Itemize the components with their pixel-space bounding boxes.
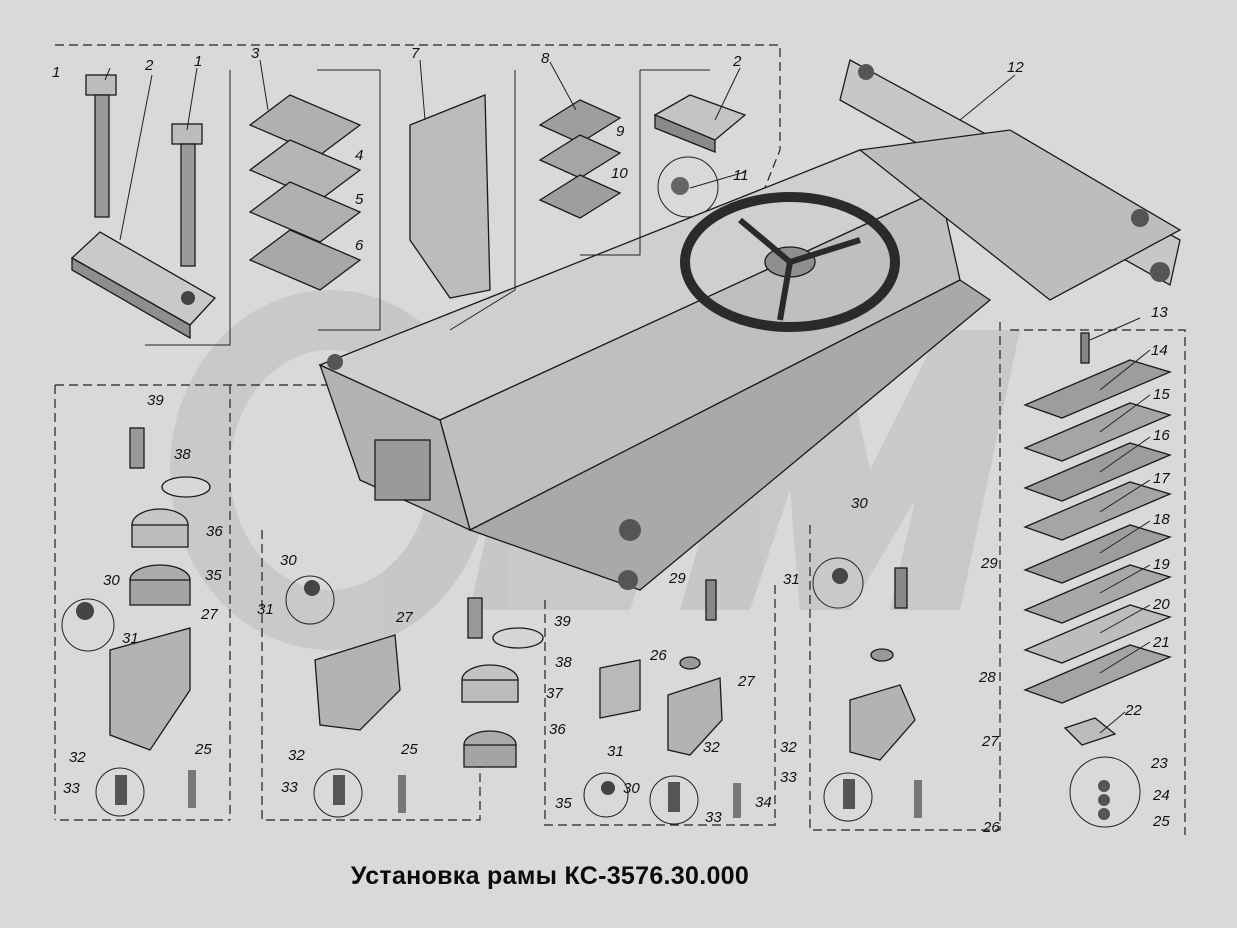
callout-2a: 2 (144, 57, 154, 74)
group-frame-mid-left (261, 530, 481, 821)
callout-32d: 32 (780, 739, 797, 756)
callout-29a: 29 (668, 570, 686, 587)
callout-23: 23 (1150, 755, 1168, 772)
callout-13: 13 (1151, 304, 1168, 321)
center-mount-parts (461, 597, 544, 768)
callout-30d: 30 (851, 495, 868, 512)
callout-39a: 39 (147, 392, 164, 409)
group-frame-plates (1010, 329, 1186, 835)
callout-26b: 26 (982, 819, 1000, 836)
diagram-title: Установка рамы КС-3576.30.000 (350, 862, 750, 890)
callout-14: 14 (1151, 342, 1168, 359)
callout-27c: 27 (737, 673, 755, 690)
callout-15: 15 (1153, 386, 1170, 403)
callout-1b: 1 (194, 53, 202, 70)
block-part-2b (653, 94, 747, 153)
callout-31a: 31 (122, 630, 139, 647)
callout-32b: 32 (288, 747, 305, 764)
mid-left-mount-parts (285, 575, 406, 818)
left-mount-parts (61, 427, 211, 817)
shim-stack-8-10 (538, 99, 622, 219)
callout-32a: 32 (69, 749, 86, 766)
callout-30b: 30 (280, 552, 297, 569)
callout-30a: 30 (103, 572, 120, 589)
callout-5: 5 (355, 191, 364, 208)
callout-19: 19 (1153, 556, 1170, 573)
callout-24: 24 (1152, 787, 1170, 804)
callout-36a: 36 (206, 523, 223, 540)
callout-28: 28 (978, 669, 996, 686)
callout-25b: 25 (194, 741, 212, 758)
callout-25c: 25 (400, 741, 418, 758)
callout-11: 11 (733, 167, 749, 184)
callout-9: 9 (616, 123, 625, 140)
callout-16: 16 (1153, 427, 1170, 444)
callout-6: 6 (355, 237, 364, 254)
callout-33d: 33 (780, 769, 797, 786)
shim-stack-3-6 (248, 94, 362, 291)
callout-27a: 27 (200, 606, 218, 623)
callout-12: 12 (1007, 59, 1024, 76)
leader-lines (104, 59, 1151, 734)
callout-27b: 27 (395, 609, 413, 626)
bar-part-2a (70, 231, 217, 340)
wedge-part-7 (409, 94, 491, 299)
callout-33b: 33 (281, 779, 298, 796)
callout-4: 4 (355, 147, 363, 164)
middle-bracket-parts (583, 579, 741, 825)
callout-18: 18 (1153, 511, 1170, 528)
callout-17: 17 (1153, 470, 1170, 487)
callout-38b: 38 (555, 654, 572, 671)
callout-21: 21 (1152, 634, 1170, 651)
callout-31b: 31 (257, 601, 274, 618)
callout-39b: 39 (554, 613, 571, 630)
callout-labels: 1 2 1 3 4 5 6 7 8 9 10 2 11 12 13 14 15 … (52, 45, 1170, 836)
callout-31c: 31 (607, 743, 624, 760)
callout-8: 8 (541, 50, 550, 67)
callout-32c: 32 (703, 739, 720, 756)
callout-3: 3 (251, 45, 260, 62)
callout-33c: 33 (705, 809, 722, 826)
callout-26a: 26 (649, 647, 667, 664)
right-bracket-parts (812, 557, 922, 822)
callout-37: 37 (546, 685, 563, 702)
group-frame-left-box (54, 385, 231, 821)
callout-27d: 27 (981, 733, 999, 750)
callout-22: 22 (1124, 702, 1142, 719)
callout-38a: 38 (174, 446, 191, 463)
crane-frame-main (318, 59, 1182, 591)
callout-33a: 33 (63, 780, 80, 797)
callout-25a: 25 (1152, 813, 1170, 830)
callout-35b: 35 (555, 795, 572, 812)
callout-7: 7 (411, 45, 420, 62)
callout-30c: 30 (623, 780, 640, 797)
bolt-part-1a (85, 74, 117, 218)
group-frame-mid (544, 580, 776, 826)
callout-10: 10 (611, 165, 628, 182)
callout-29b: 29 (980, 555, 998, 572)
callout-36b: 36 (549, 721, 566, 738)
callout-31d: 31 (783, 571, 800, 588)
callout-2b: 2 (732, 53, 742, 70)
group-frame-right (809, 320, 1001, 831)
callout-1a: 1 (52, 64, 60, 81)
callout-35a: 35 (205, 567, 222, 584)
detail-circle-11 (657, 156, 719, 218)
bolt-part-1b (171, 123, 203, 267)
callout-20: 20 (1152, 596, 1170, 613)
nut-part-11 (671, 177, 689, 195)
shim-stack-14-21 (1023, 332, 1172, 828)
callout-34: 34 (755, 794, 772, 811)
